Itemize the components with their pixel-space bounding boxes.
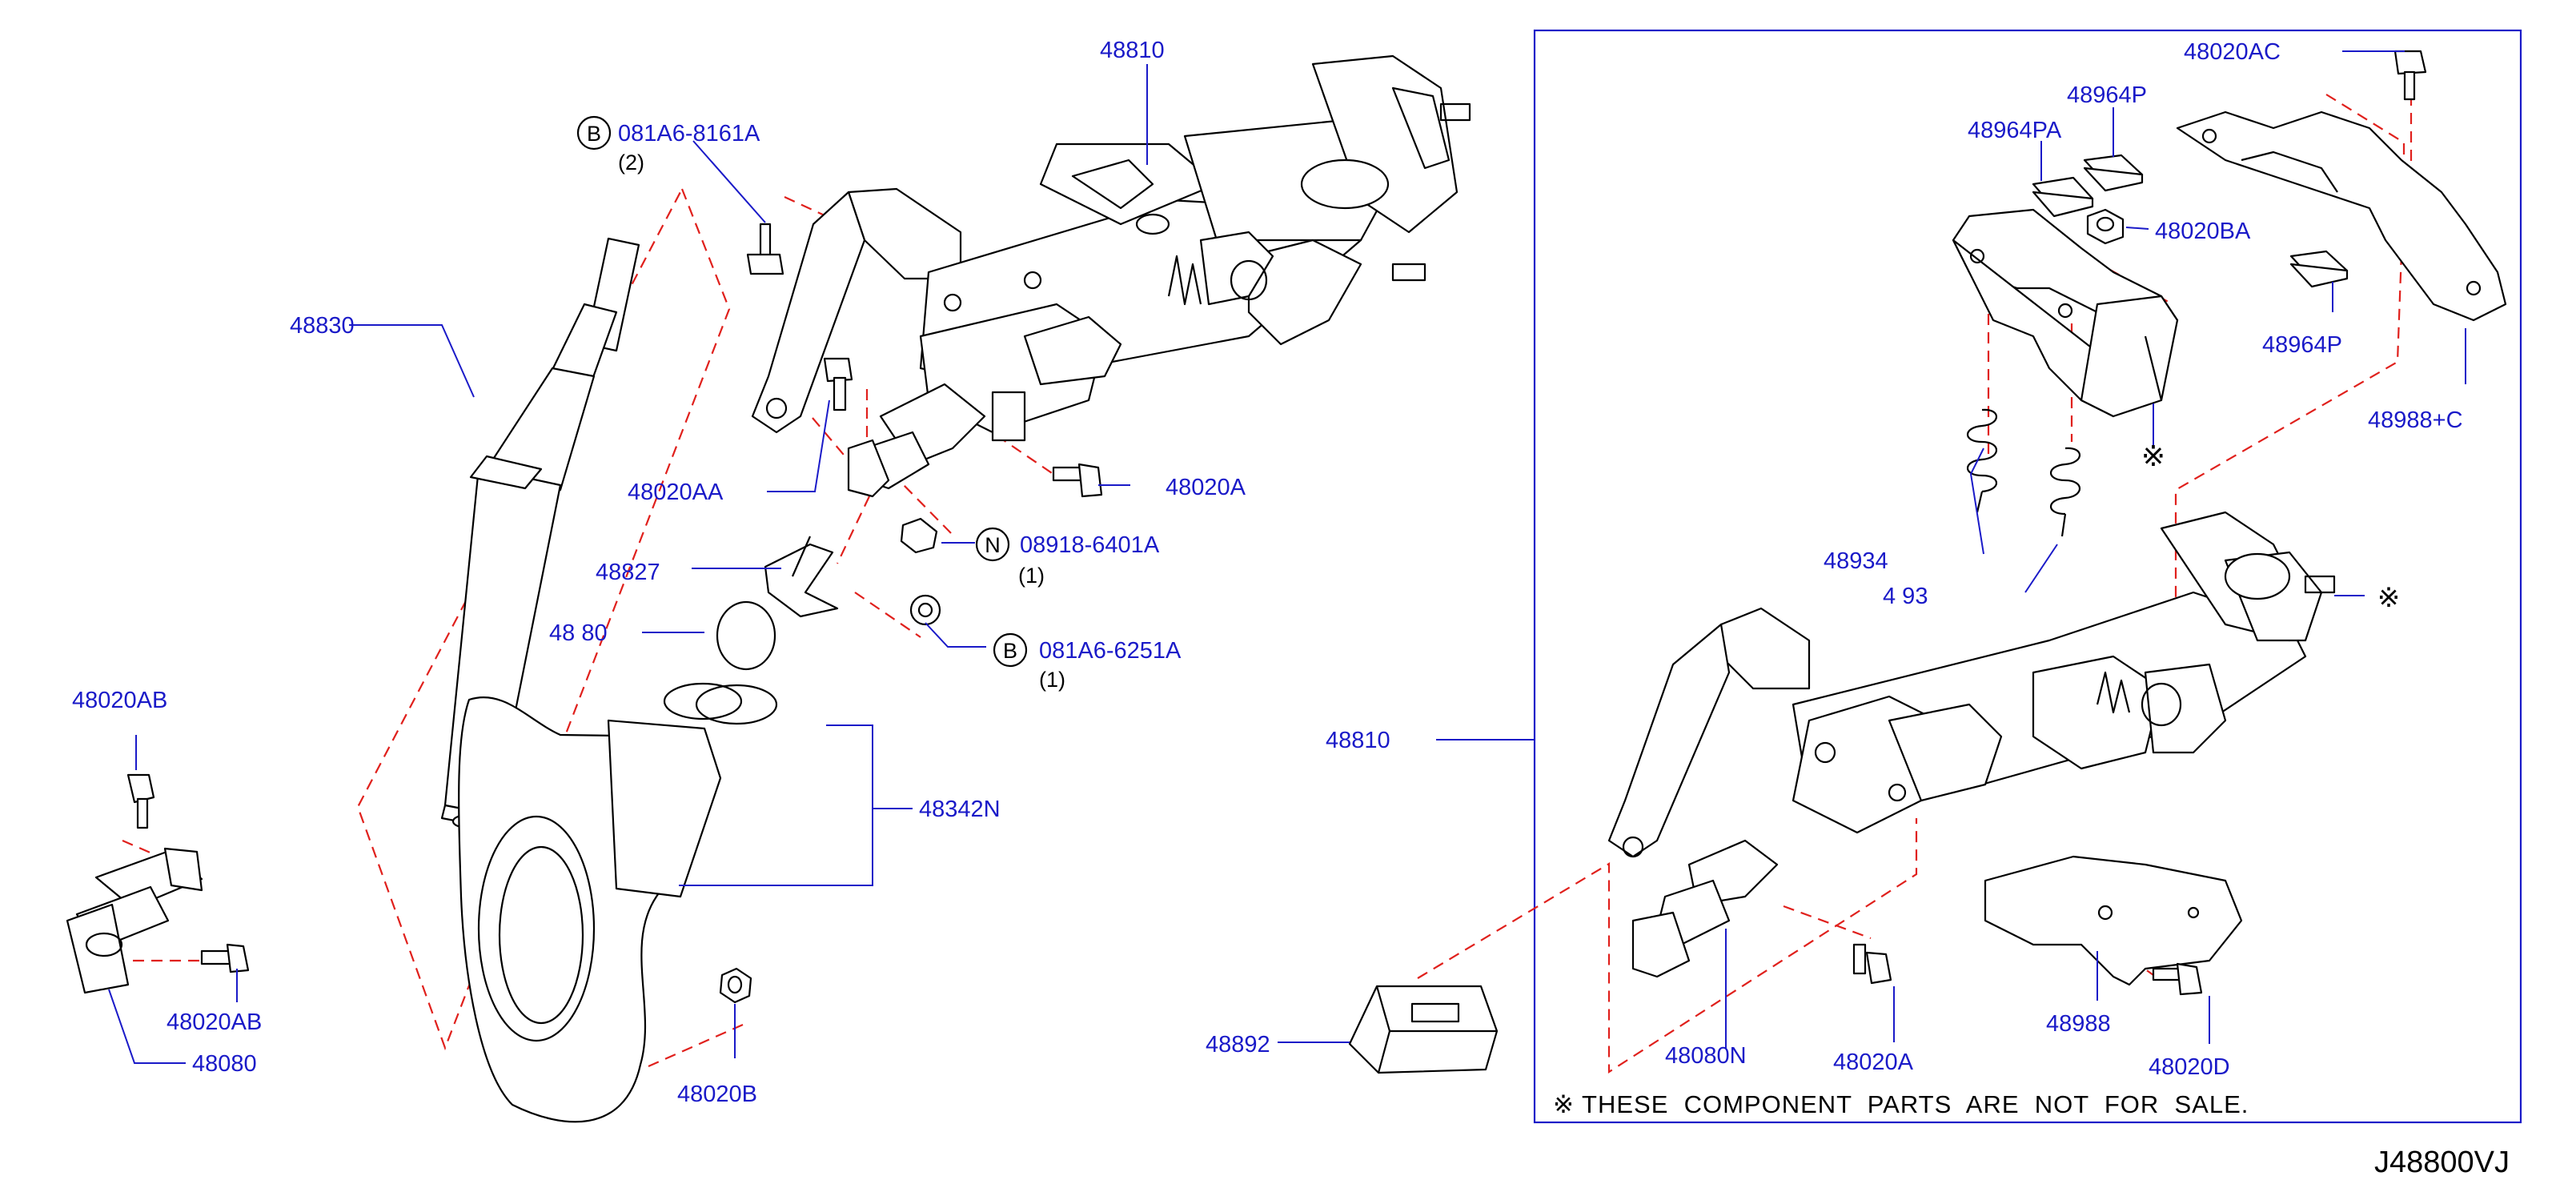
bolt-48020A-right (1852, 943, 1892, 985)
label-48020A-top: 48020A (1166, 475, 1246, 500)
bolt-b-symbol-1 (576, 115, 612, 151)
label-48934: 48934 (1824, 548, 1888, 574)
spring-48934-b (2050, 447, 2080, 537)
leader-lines (108, 50, 2466, 1064)
label-48827: 48827 (596, 560, 660, 585)
column-assembly-48810-lower (1607, 511, 2336, 978)
label-48020AC: 48020AC (2184, 39, 2281, 65)
label-48020BA: 48020BA (2155, 219, 2251, 244)
nut-n-symbol (975, 527, 1010, 562)
label-48964P-mid: 48964P (2262, 332, 2342, 358)
nut-n-letter: N (985, 533, 1001, 557)
bracket-48988 (1984, 855, 2243, 986)
pad-48964PA (2032, 176, 2094, 218)
not-for-sale-mark-2: ※ (2377, 583, 2401, 613)
label-48020B: 48020B (677, 1082, 757, 1107)
label-48810-right: 48810 (1326, 728, 1390, 753)
bolt-b-letter-2: B (1003, 639, 1017, 663)
label-48830: 48830 (290, 313, 355, 339)
label-48830-partial: 48 80 (549, 620, 608, 646)
bracket-48827 (764, 536, 839, 618)
bolt-b-letter-1: B (587, 122, 601, 146)
spring-48934-a (1967, 408, 1997, 513)
not-for-sale-mark-1: ※ (2141, 439, 2165, 472)
bolt-48020A-top (1052, 463, 1103, 498)
nut-48020BA (2086, 208, 2125, 245)
cover-48892 (1348, 985, 1499, 1074)
bolt-081A6-8161A (746, 223, 784, 275)
column-assembly-48810-upper (751, 54, 1471, 498)
universal-joint-48080 (66, 847, 203, 994)
pad-48964P-top (2083, 154, 2144, 192)
detail-frame (1533, 29, 2522, 1124)
label-48020D: 48020D (2149, 1054, 2230, 1080)
part-number-labels: 48810 081A6-8161A (2) 48830 48020AA 4802… (72, 38, 2463, 1107)
label-081A6-8161A: 081A6-8161A (618, 121, 760, 146)
label-48964P-top: 48964P (2067, 82, 2147, 108)
label-48020AB-lower: 48020AB (167, 1009, 262, 1035)
bolt-48020AC (2393, 50, 2427, 101)
bracket-module-upper-right (1952, 208, 2179, 418)
label-48988C: 48988+C (2368, 407, 2463, 433)
bolt-48020AB-lower (200, 943, 250, 973)
bolt-081A6-6251A (909, 594, 941, 626)
bolt-48020AB-upper (126, 773, 155, 829)
pad-48964P-mid (2289, 250, 2349, 288)
label-48342N: 48342N (919, 797, 1001, 822)
label-48080N: 48080N (1665, 1043, 1747, 1069)
qty-081A6-6251A: (1) (1039, 668, 1065, 692)
bolt-48020D (2152, 962, 2203, 996)
symbol-markers: B N B ※ ※ (576, 115, 2401, 668)
nut-08918-6401A (900, 517, 938, 554)
column-cover-48342N (458, 600, 778, 1123)
label-48892: 48892 (1206, 1032, 1270, 1058)
label-48020AA: 48020AA (628, 480, 724, 505)
qty-081A6-8161A: (2) (618, 151, 644, 175)
label-48020AB-upper: 48020AB (72, 688, 167, 713)
label-48934-partial: 4 93 (1883, 584, 1928, 609)
label-48964PA: 48964PA (1968, 118, 2062, 143)
label-081A6-6251A: 081A6-6251A (1039, 638, 1182, 664)
label-48988: 48988 (2046, 1011, 2111, 1037)
bolt-48020AA (823, 357, 853, 411)
label-48080: 48080 (192, 1051, 257, 1077)
nut-48020B (719, 967, 752, 1004)
diagram-code: J48800VJ (2374, 1146, 2510, 1179)
label-08918-6401A: 08918-6401A (1020, 532, 1160, 558)
bolt-b-symbol-2 (993, 632, 1028, 668)
label-48810-top: 48810 (1100, 38, 1165, 63)
label-48020A-right: 48020A (1833, 1050, 1914, 1075)
qty-08918-6401A: (1) (1018, 564, 1045, 588)
not-for-sale-note: ※ THESE COMPONENT PARTS ARE NOT FOR SALE… (1553, 1090, 2249, 1118)
bracket-48988C (2176, 110, 2507, 322)
